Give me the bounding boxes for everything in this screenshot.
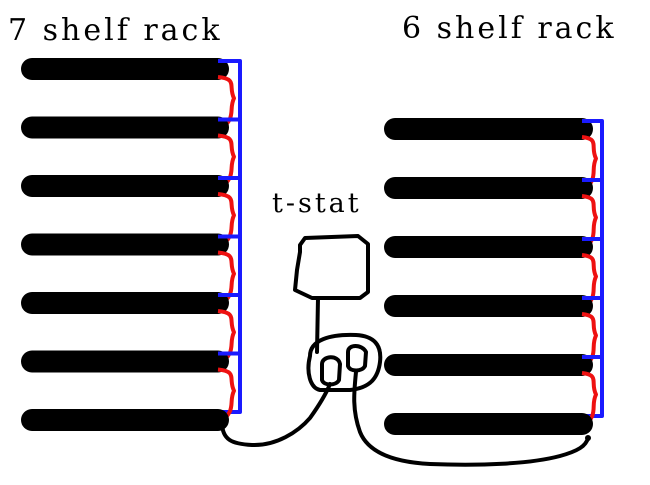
left-rack [21, 58, 242, 431]
left-red-wire-6 [216, 367, 236, 426]
right-red-wire-5 [580, 371, 598, 430]
plug-left [320, 355, 342, 387]
right-rack-cord [352, 370, 590, 467]
left-rack-cord [220, 382, 332, 448]
outlet-box [306, 332, 383, 392]
thermostat-box [293, 234, 370, 300]
plug-right [346, 344, 368, 373]
thermostat-label: t-stat [272, 188, 362, 219]
right-rack [384, 118, 604, 435]
right-rack-label: 6 shelf rack [402, 11, 617, 46]
right-cord-end [585, 435, 591, 441]
left-rack-label: 7 shelf rack [8, 13, 223, 48]
